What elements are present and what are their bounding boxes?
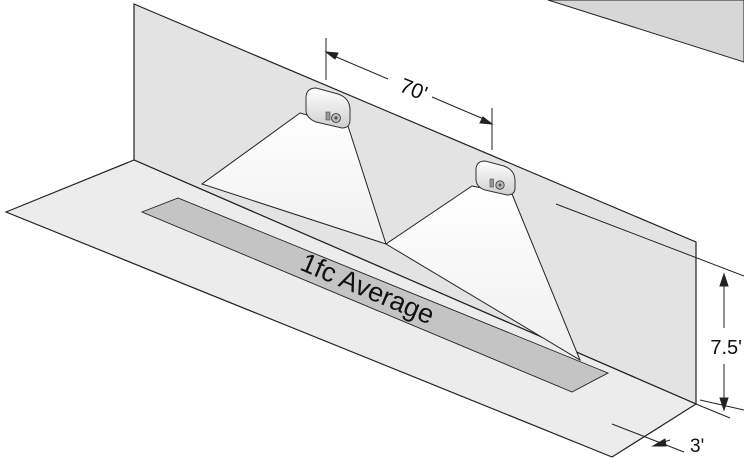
- offset-label: 3': [690, 436, 704, 457]
- distant-wall-fragment: [547, 0, 744, 63]
- spacing-dimension: [324, 38, 494, 150]
- offset-dimension: [611, 403, 731, 453]
- light-fixture-icon: [475, 160, 516, 196]
- height-label: 7.5': [710, 337, 742, 359]
- spacing-label: 70': [396, 74, 430, 106]
- illuminated-area-band: [140, 197, 610, 393]
- height-dimension: [555, 203, 744, 412]
- light-fixture-icon: [305, 87, 351, 129]
